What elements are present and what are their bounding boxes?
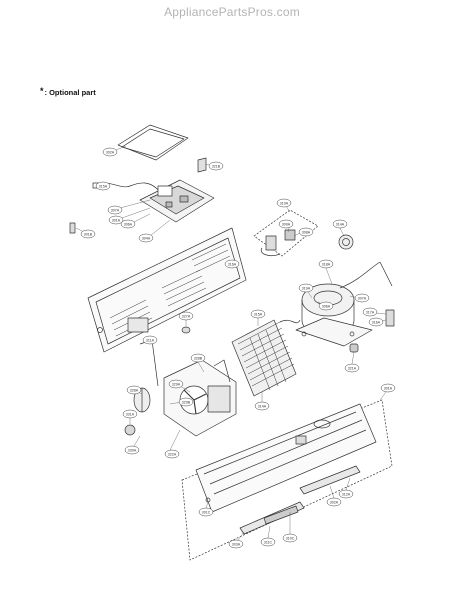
- callout-rubber: 321A: [344, 363, 360, 373]
- grommet: [181, 326, 191, 334]
- base-plate-group: [181, 399, 393, 561]
- fan-cap: [124, 424, 136, 436]
- callout-base-rail: 302A: [326, 497, 342, 507]
- callout-back-panel: 316A: [224, 259, 240, 269]
- callout-label: 307A: [111, 208, 120, 212]
- small-bracket: [197, 157, 207, 173]
- callout-label: 321B: [212, 164, 221, 168]
- callout-leg-a: 303A: [228, 539, 244, 549]
- callout-label: 301A: [384, 386, 393, 390]
- callout-label: 331A: [126, 412, 135, 416]
- callout-fan-cap: 331A: [122, 409, 138, 419]
- callout-base-plate: 301A: [380, 383, 396, 393]
- callout-label: 322A: [168, 452, 177, 456]
- callout-wire-harness: 315A: [95, 181, 111, 191]
- callout-label: 303A: [232, 542, 241, 546]
- callout-relay: 309A: [278, 219, 294, 229]
- callout-label: 304A: [142, 236, 151, 240]
- callout-label: 321A: [348, 366, 357, 370]
- callout-fan-base: 322A: [164, 449, 180, 459]
- fan-motor-assembly: [163, 359, 237, 437]
- callout-label: 308A: [302, 230, 311, 234]
- callout-relay-cover: 308A: [298, 227, 314, 237]
- callout-label: 307A: [358, 296, 367, 300]
- callout-condenser-base: 314A: [254, 401, 270, 411]
- callout-leg-c: 310C: [282, 533, 298, 543]
- rubber-mount: [349, 343, 359, 353]
- callout-fan-motor-bracket: 328B: [190, 353, 206, 363]
- clip-left: [69, 222, 76, 234]
- callout-label: 329A: [172, 382, 181, 386]
- callout-label: 328B: [194, 356, 203, 360]
- callout-label: 312A: [342, 492, 351, 496]
- callout-label: 310A: [280, 201, 289, 205]
- fan-blade: [133, 387, 151, 413]
- callout-label: 315A: [254, 312, 263, 316]
- callout-label: 329B: [182, 400, 191, 404]
- callout-label: 301A: [112, 218, 121, 222]
- callout-discharge-pipe: 318A: [318, 259, 334, 269]
- condenser-coil: [231, 319, 301, 397]
- callout-label: 306A: [124, 222, 133, 226]
- callout-label: 316A: [372, 320, 381, 324]
- callout-pcb-b: 306A: [120, 219, 136, 229]
- back-panel: [87, 227, 247, 353]
- callout-compressor: 306A: [318, 301, 334, 311]
- callout-label: 302A: [330, 500, 339, 504]
- callout-pcb-c: 304A: [138, 233, 154, 243]
- callout-condenser: 315A: [250, 309, 266, 319]
- callout-label: 302A: [106, 150, 115, 154]
- callout-label: 330A: [128, 448, 137, 452]
- optional-part-symbol: *: [40, 86, 44, 96]
- callout-label: 327A: [182, 314, 191, 318]
- callout-label: 314A: [336, 222, 345, 226]
- optional-part-legend: *: Optional part: [40, 86, 96, 97]
- condenser-pipe: [139, 339, 159, 387]
- pcb-assembly: [139, 179, 215, 223]
- callout-label: 328A: [130, 388, 139, 392]
- callout-leg-b: 311C: [260, 537, 276, 547]
- callout-fan-motor: 329A: [168, 379, 184, 389]
- callout-pcb-a: 301A: [108, 215, 124, 225]
- compressor: [295, 261, 393, 347]
- callout-base-screw: 301C: [198, 507, 214, 517]
- callout-grommet: 327A: [178, 311, 194, 321]
- overload-protector: [338, 234, 354, 250]
- callout-pcb-screw: 307A: [107, 205, 123, 215]
- callout-fan-shroud: 329B: [178, 397, 194, 407]
- callout-dryer: 317A: [362, 307, 378, 317]
- callout-label: 310C: [286, 536, 295, 540]
- callout-label: 311C: [264, 540, 273, 544]
- callout-label: 319A: [302, 286, 311, 290]
- callout-suction-pipe: 307A: [354, 293, 370, 303]
- cover-plate: [117, 124, 189, 161]
- callout-dryer-clip: 316A: [368, 317, 384, 327]
- callout-condenser-pipe: 311A: [142, 335, 158, 345]
- callout-cover: 302A: [102, 147, 118, 157]
- callout-label: 301B: [84, 232, 93, 236]
- callout-fan-blade: 328A: [126, 385, 142, 395]
- relay-box: [253, 209, 319, 257]
- callout-label: 316A: [228, 262, 237, 266]
- callout-label: 318A: [322, 262, 331, 266]
- callout-label: 306A: [322, 304, 331, 308]
- callout-label: 301C: [202, 510, 211, 514]
- optional-part-text: : Optional part: [44, 88, 96, 97]
- callout-label: 315A: [99, 184, 108, 188]
- callout-overload: 314A: [332, 219, 348, 229]
- callout-relay-group: 310A: [276, 198, 292, 208]
- callout-label: 317A: [366, 310, 375, 314]
- callout-label: 309A: [282, 222, 291, 226]
- callout-leg-d: 312A: [338, 489, 354, 499]
- watermark: AppliancePartsPros.com: [164, 5, 300, 19]
- callout-fan-screw: 330A: [124, 445, 140, 455]
- callout-small-bracket: 321B: [208, 161, 224, 171]
- callout-label: 314A: [258, 404, 267, 408]
- dryer: [385, 309, 395, 327]
- callout-compressor-top: 319A: [298, 283, 314, 293]
- callout-label: 311A: [146, 338, 155, 342]
- callout-clip-left: 301B: [80, 229, 96, 239]
